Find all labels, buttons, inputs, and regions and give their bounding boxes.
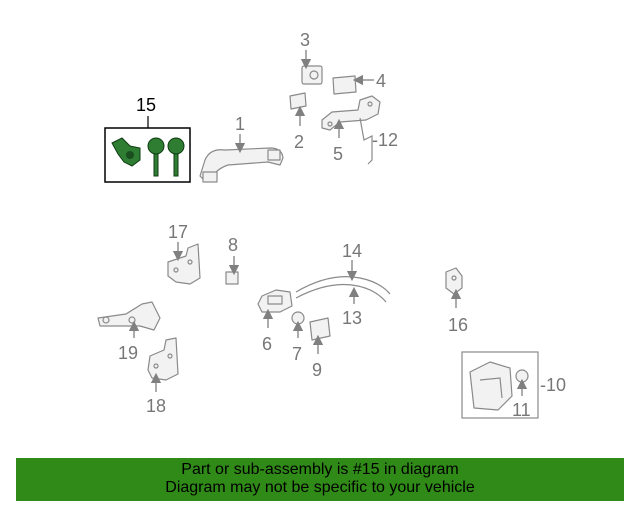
part-10-lock-assembly[interactable]	[461, 351, 539, 419]
part-1-outside-handle[interactable]	[199, 147, 284, 183]
label-4: 4	[376, 71, 386, 91]
part-16-striker[interactable]	[445, 267, 463, 295]
label-6: 6	[262, 334, 272, 354]
label-9: 9	[312, 360, 322, 380]
part-3-cap[interactable]	[301, 65, 323, 85]
label-15: 15	[136, 95, 156, 115]
banner-line-2: Diagram may not be specific to your vehi…	[165, 479, 475, 496]
part-8-clip[interactable]	[225, 271, 239, 285]
label-16: 16	[448, 315, 468, 335]
part-12-rod[interactable]	[359, 117, 373, 165]
parts-diagram: 15 1 2 3 4 5 -12 17	[97, 30, 566, 420]
part-19-door-check[interactable]	[97, 301, 161, 331]
part-6-inside-handle[interactable]	[257, 289, 293, 313]
label-8: 8	[228, 235, 238, 255]
part-4-cover[interactable]	[332, 75, 357, 95]
label-3: 3	[300, 30, 310, 50]
part-18-lower-hinge[interactable]	[147, 337, 179, 381]
label-19: 19	[118, 343, 138, 363]
label-10: -10	[540, 375, 566, 395]
label-14: 14	[342, 241, 362, 261]
part-11-bumper[interactable]	[515, 369, 529, 383]
label-12: -12	[372, 130, 398, 150]
part-14-cable[interactable]	[295, 276, 391, 295]
label-5: 5	[333, 144, 343, 164]
label-17: 17	[168, 222, 188, 242]
part-17-upper-hinge[interactable]	[167, 243, 201, 285]
banner-line-1: Part or sub-assembly is #15 in diagram	[181, 461, 459, 478]
part-7-bolt[interactable]	[291, 311, 305, 325]
key-icon	[147, 137, 165, 155]
part-9-bezel[interactable]	[309, 317, 331, 341]
part-5-frame[interactable]	[321, 95, 381, 131]
label-1: 1	[235, 114, 245, 134]
label-11: 11	[512, 400, 531, 420]
info-banner: Part or sub-assembly is #15 in diagram D…	[16, 458, 624, 501]
key-icon	[167, 137, 185, 155]
lock-cylinder-icon	[111, 137, 141, 167]
part-2-pad[interactable]	[289, 92, 307, 110]
label-18: 18	[146, 396, 166, 416]
part-15-key-set[interactable]	[104, 116, 191, 183]
label-13: 13	[342, 308, 362, 328]
label-2: 2	[294, 132, 304, 152]
part-13-cable[interactable]	[295, 283, 387, 303]
label-7: 7	[292, 344, 302, 364]
